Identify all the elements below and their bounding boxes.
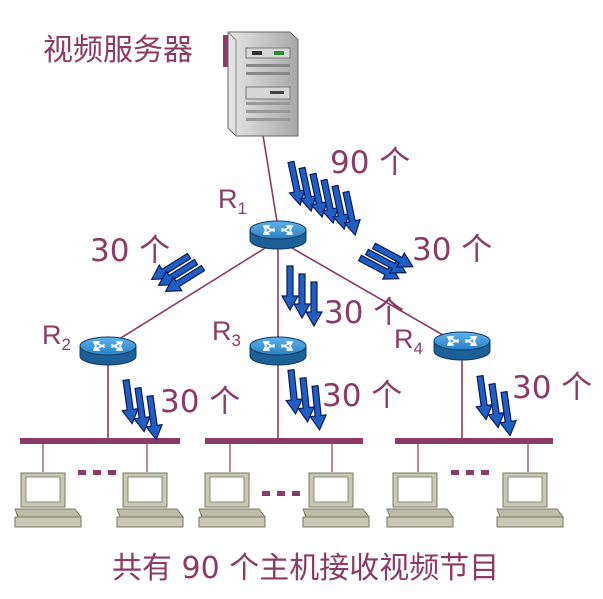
flow-arrows-right xyxy=(355,238,418,287)
router-icon-r3 xyxy=(249,336,307,366)
server-label: 视频服务器 xyxy=(43,33,193,68)
links xyxy=(107,134,463,441)
host-ellipsis xyxy=(78,470,489,496)
router-label-r2: R2 xyxy=(42,320,71,354)
router-icon-r1 xyxy=(249,220,307,250)
lan-bus-left xyxy=(20,438,180,444)
flow-arrow-icon xyxy=(282,368,305,416)
router-label-sub: 2 xyxy=(61,335,71,354)
router-label-sub: 4 xyxy=(413,339,423,358)
count-r4-label: 30 个 xyxy=(512,370,593,406)
lan-buses xyxy=(20,438,553,444)
count-left-label: 30 个 xyxy=(90,233,171,269)
host-icon xyxy=(14,472,82,528)
host-drops xyxy=(42,444,529,472)
lan-bus-middle xyxy=(205,438,363,444)
router-label-r1: R1 xyxy=(218,184,247,218)
router-label-name: R xyxy=(394,324,414,354)
router-icon-r4 xyxy=(433,331,491,361)
count-right-label: 30 个 xyxy=(412,232,493,268)
link-r1-r4 xyxy=(277,239,463,347)
footer-caption: 共有 90 个主机接收视频节目 xyxy=(112,551,500,586)
router-icon-r2 xyxy=(79,336,137,366)
host-icon xyxy=(198,472,266,528)
flow-arrows-center xyxy=(281,265,323,327)
server-icon xyxy=(223,31,299,137)
flow-arrows-r3 xyxy=(282,368,329,432)
router-label-r3: R3 xyxy=(212,316,241,350)
count-center-label: 30 个 xyxy=(324,295,405,331)
host-icon xyxy=(116,472,184,528)
router-label-sub: 1 xyxy=(237,199,247,218)
router-label-sub: 3 xyxy=(231,331,241,350)
lan-bus-right xyxy=(395,438,553,444)
host-icon xyxy=(302,472,370,528)
count-r3-label: 30 个 xyxy=(322,378,403,414)
hosts xyxy=(14,472,564,528)
flow-arrow-icon xyxy=(281,265,299,311)
host-icon xyxy=(496,472,564,528)
router-label-name: R xyxy=(42,320,62,350)
host-icon xyxy=(386,472,454,528)
link-server-r1 xyxy=(262,134,279,229)
flow-arrows-r2 xyxy=(117,378,165,442)
router-label-name: R xyxy=(212,316,232,346)
router-label-name: R xyxy=(218,184,238,214)
count-top-label: 90 个 xyxy=(330,145,411,181)
link-r1-r2 xyxy=(107,239,279,347)
router-label-r4: R4 xyxy=(394,324,423,358)
count-r2-label: 30 个 xyxy=(160,384,241,420)
